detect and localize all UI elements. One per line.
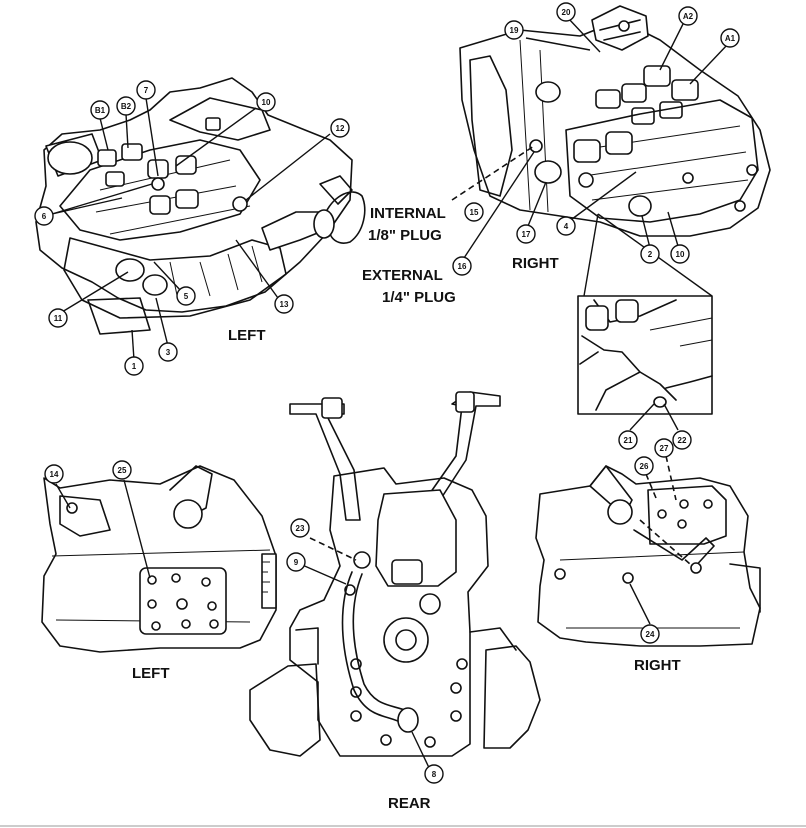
svg-text:26: 26	[640, 462, 649, 471]
svg-text:17: 17	[522, 230, 531, 239]
svg-text:10: 10	[676, 250, 685, 259]
svg-text:25: 25	[118, 466, 127, 475]
bottom-right-view	[535, 455, 761, 647]
svg-text:A2: A2	[683, 12, 694, 21]
callout-a1: A1	[720, 28, 740, 48]
svg-text:16: 16	[458, 262, 467, 271]
callout-10: 10	[670, 244, 690, 264]
svg-text:10: 10	[262, 98, 271, 107]
svg-text:22: 22	[678, 436, 687, 445]
svg-text:B1: B1	[95, 106, 106, 115]
label-left-bottom: LEFT	[132, 665, 170, 682]
callout-13: 13	[274, 294, 294, 314]
callout-2: 2	[640, 244, 660, 264]
view-labels: LEFT RIGHT INTERNAL 1/8" PLUG EXTERNAL 1…	[132, 205, 681, 812]
callout-12: 12	[330, 118, 350, 138]
callout-3: 3	[158, 342, 178, 362]
svg-text:9: 9	[294, 558, 299, 567]
label-right-bottom: RIGHT	[634, 657, 681, 674]
svg-text:8: 8	[432, 770, 437, 779]
svg-text:12: 12	[336, 124, 345, 133]
callout-19: 19	[504, 20, 524, 40]
bottom-left-view	[41, 465, 277, 653]
label-internal-2: 1/8" PLUG	[368, 227, 442, 244]
svg-text:15: 15	[470, 208, 479, 217]
callout-8: 8	[424, 764, 444, 784]
svg-text:5: 5	[184, 292, 189, 301]
callout-14: 14	[44, 464, 64, 484]
callout-22: 22	[672, 430, 692, 450]
svg-text:19: 19	[510, 26, 519, 35]
callout-18: 10	[256, 92, 276, 112]
callout-26: 26	[634, 456, 654, 476]
svg-text:11: 11	[54, 314, 63, 323]
label-right-top: RIGHT	[512, 255, 559, 272]
svg-text:24: 24	[646, 630, 655, 639]
svg-text:23: 23	[296, 524, 305, 533]
svg-text:6: 6	[42, 212, 47, 221]
rear-view	[249, 391, 541, 775]
callout-23: 23	[290, 518, 310, 538]
callout-25: 25	[112, 460, 132, 480]
callout-7: 7	[136, 80, 156, 100]
label-left-top: LEFT	[228, 327, 266, 344]
detail-inset	[577, 213, 713, 431]
svg-text:27: 27	[660, 444, 669, 453]
callout-9: 9	[286, 552, 306, 572]
svg-text:A1: A1	[725, 34, 736, 43]
callout-11: 11	[48, 308, 68, 328]
svg-text:14: 14	[50, 470, 59, 479]
svg-text:1: 1	[132, 362, 137, 371]
label-rear: REAR	[388, 795, 431, 812]
callouts: B1 B2 7 10 12 6 11 5 3 1 13 19 20 A2 A1 …	[34, 2, 740, 784]
callout-15: 15	[464, 202, 484, 222]
callout-6: 6	[34, 206, 54, 226]
svg-text:3: 3	[166, 348, 171, 357]
callout-4: 4	[556, 216, 576, 236]
svg-text:21: 21	[624, 436, 633, 445]
svg-text:4: 4	[564, 222, 569, 231]
callout-27: 27	[654, 438, 674, 458]
callout-5: 5	[176, 286, 196, 306]
svg-text:7: 7	[144, 86, 149, 95]
callout-20: 20	[556, 2, 576, 22]
top-right-valve-view	[451, 5, 771, 259]
svg-text:20: 20	[562, 8, 571, 17]
callout-24: 24	[640, 624, 660, 644]
label-internal-1: INTERNAL	[370, 205, 446, 222]
callout-16: 16	[452, 256, 472, 276]
label-external-2: 1/4" PLUG	[382, 289, 456, 306]
top-left-valve-view	[35, 77, 366, 361]
callout-b2: B2	[116, 96, 136, 116]
callout-21: 21	[618, 430, 638, 450]
callout-17: 17	[516, 224, 536, 244]
svg-text:2: 2	[648, 250, 653, 259]
callout-1: 1	[124, 356, 144, 376]
callout-b1: B1	[90, 100, 110, 120]
label-external-1: EXTERNAL	[362, 267, 443, 284]
callout-a2: A2	[678, 6, 698, 26]
svg-text:B2: B2	[121, 102, 132, 111]
svg-text:13: 13	[280, 300, 289, 309]
